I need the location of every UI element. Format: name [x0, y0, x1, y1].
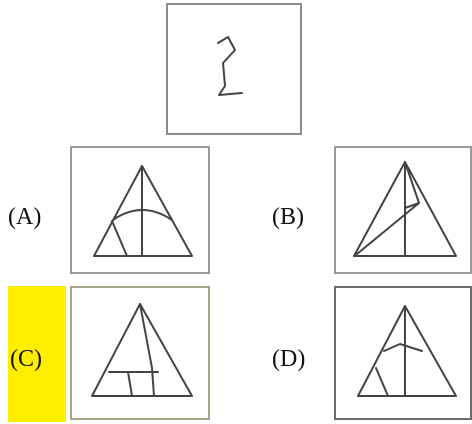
option-a-label: (A): [8, 204, 42, 230]
option-d-label: (D): [272, 346, 306, 372]
answer-highlight: [8, 286, 66, 422]
question-figure: [166, 3, 302, 135]
question-glyph: [217, 36, 243, 96]
option-c-figure[interactable]: [70, 286, 210, 420]
option-b-triangle: [353, 161, 457, 257]
option-b-label: (B): [272, 204, 304, 230]
option-d-figure[interactable]: [334, 286, 472, 420]
option-d-triangle: [357, 305, 457, 397]
option-c-triangle: [91, 303, 193, 397]
option-c-label: (C): [10, 346, 42, 372]
option-a-triangle: [93, 165, 193, 257]
option-b-figure[interactable]: [334, 146, 472, 274]
option-a-figure[interactable]: [70, 146, 210, 274]
